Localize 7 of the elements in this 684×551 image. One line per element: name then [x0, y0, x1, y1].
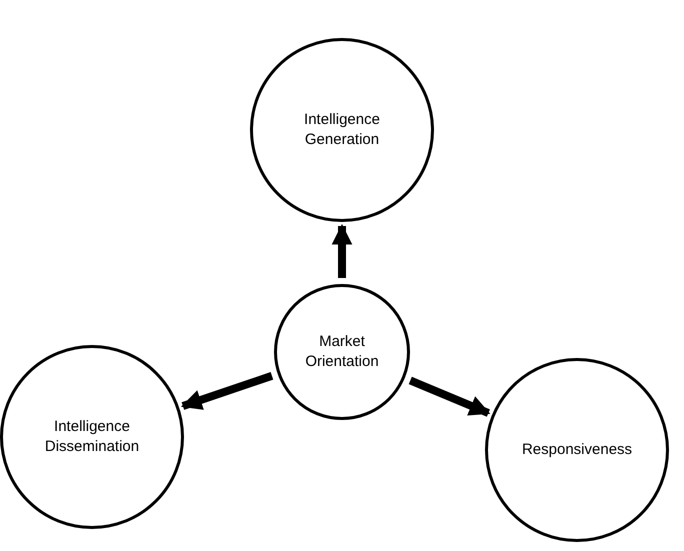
node-label: Intelligence Generation — [303, 110, 381, 150]
arrow — [332, 224, 352, 278]
arrow — [180, 372, 274, 410]
node-label: Market Orientation — [304, 332, 380, 372]
arrow — [408, 376, 490, 417]
node-label: Intelligence Dissemination — [44, 416, 140, 457]
node-label: Responsiveness — [522, 440, 632, 460]
